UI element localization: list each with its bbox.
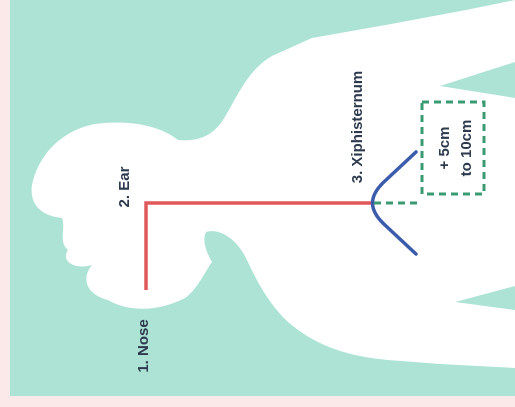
label-xiphisternum: 3. Xiphisternum: [349, 71, 366, 184]
lower-arm-gap: [455, 286, 515, 310]
label-ear: 2. Ear: [116, 166, 133, 207]
body-silhouette: [31, 0, 515, 368]
label-nose: 1. Nose: [135, 319, 152, 372]
upper-arm-gap: [440, 62, 515, 98]
label-extra-distance-line2: to 10cm: [458, 120, 475, 177]
label-extra-distance-line1: + 5cm: [436, 127, 453, 170]
measurement-line: [144, 201, 372, 290]
extension-dashed-box: [420, 100, 486, 196]
rib-margin-line: [370, 150, 418, 256]
